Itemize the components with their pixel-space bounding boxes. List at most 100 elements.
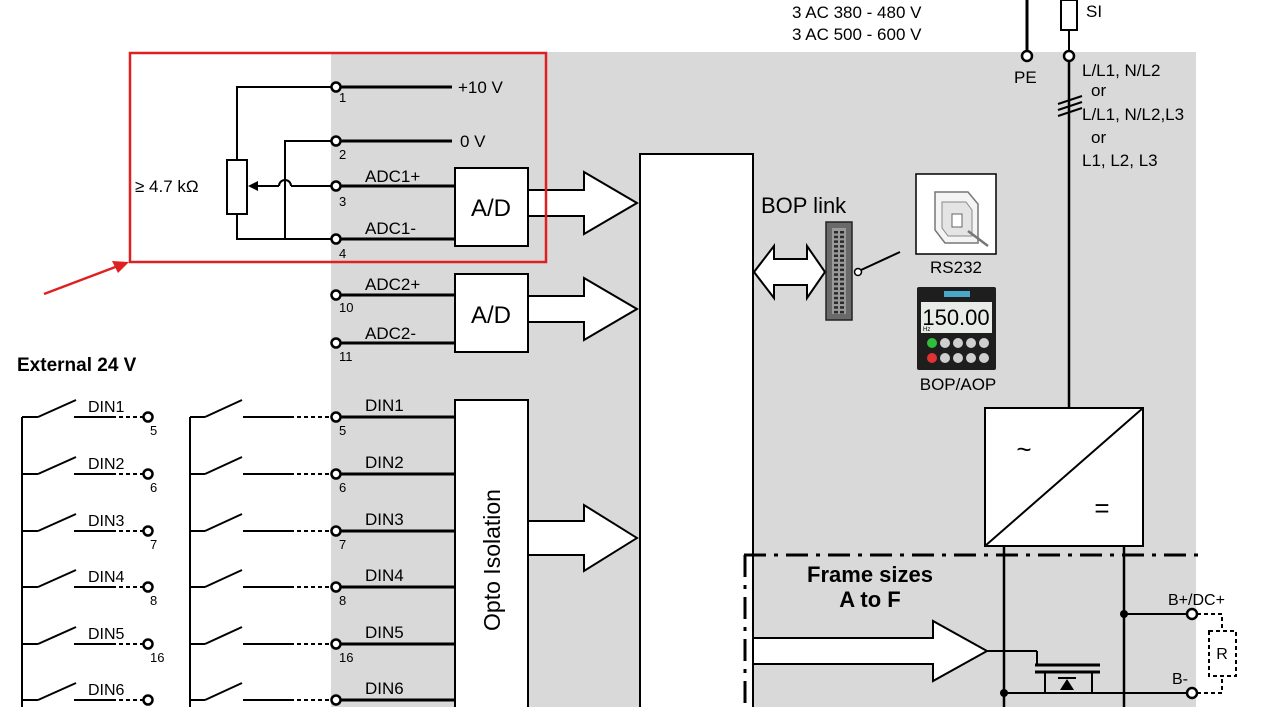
processor-block xyxy=(639,153,754,707)
frame-sizes-label: Frame sizes xyxy=(807,562,933,587)
rs232-label: RS232 xyxy=(930,258,982,277)
external-din-terminal xyxy=(142,411,154,423)
mains-label-3: L1, L2, L3 xyxy=(1082,151,1158,170)
converter-dc-symbol: = xyxy=(1094,493,1109,523)
external-din-number: 16 xyxy=(150,650,164,665)
external-din-label: DIN3 xyxy=(88,513,125,530)
external-din-terminal xyxy=(142,525,154,537)
din-number: 5 xyxy=(339,423,346,438)
terminal-11 xyxy=(330,337,342,349)
terminal-2 xyxy=(330,135,342,147)
data-arrow-opto xyxy=(527,503,639,573)
supply-voltage-1: 3 AC 380 - 480 V xyxy=(792,3,922,22)
din-terminal xyxy=(330,468,342,480)
bop-aop-label: BOP/AOP xyxy=(920,375,997,394)
external-din-label: DIN5 xyxy=(88,626,125,643)
din-number: 7 xyxy=(339,537,346,552)
din-number: 16 xyxy=(339,650,353,665)
brake-control-arrow xyxy=(752,619,990,683)
brake-resistor xyxy=(1208,630,1237,677)
ad-converter-1-label: A/D xyxy=(471,195,511,222)
resistor-value: ≥ 4.7 kΩ xyxy=(135,177,199,196)
highlight-arrowhead-icon xyxy=(112,261,129,273)
terminal-3-num: 3 xyxy=(339,194,346,209)
din-row: DIN5 16 DIN5 16 xyxy=(22,623,455,665)
external-din-terminal xyxy=(142,581,154,593)
potentiometer-resistor xyxy=(226,159,248,215)
external-24v-label: External 24 V xyxy=(17,355,137,376)
din-terminal xyxy=(330,525,342,537)
din-label: DIN1 xyxy=(365,396,404,415)
din-label: DIN4 xyxy=(365,566,404,585)
bplus-label: B+/DC+ xyxy=(1168,592,1225,609)
terminal-1 xyxy=(330,81,342,93)
bop-switch-pivot xyxy=(853,267,863,277)
mains-terminal xyxy=(1062,49,1076,63)
frame-range-label: A to F xyxy=(839,587,901,612)
din-row: DIN3 7 DIN3 7 xyxy=(22,510,455,552)
din-terminal xyxy=(330,581,342,593)
external-din-terminal xyxy=(142,694,154,706)
bplus-terminal xyxy=(1185,607,1199,621)
din-label: DIN3 xyxy=(365,510,404,529)
zerov-label: 0 V xyxy=(460,132,486,151)
external-din-number: 5 xyxy=(150,423,157,438)
terminal-4-num: 4 xyxy=(339,246,346,261)
din-label: DIN5 xyxy=(365,623,404,642)
wiper-arrow-icon xyxy=(248,181,258,191)
din-terminal xyxy=(330,638,342,650)
adc1-plus-label: ADC1+ xyxy=(365,167,420,186)
din-terminal xyxy=(330,411,342,423)
external-din-label: DIN4 xyxy=(88,569,125,586)
terminal-4 xyxy=(330,233,342,245)
bop-display-unit: Hz xyxy=(923,327,930,333)
mains-label-1: L/L1, N/L2 xyxy=(1082,61,1160,80)
din-row: DIN2 6 DIN2 6 xyxy=(22,453,455,495)
adc1-minus-label: ADC1- xyxy=(365,219,416,238)
data-arrow-adc1 xyxy=(527,170,639,236)
terminal-10 xyxy=(330,289,342,301)
fuse-label: SI xyxy=(1086,2,1102,21)
external-din-label: DIN1 xyxy=(88,399,125,416)
adc2-minus-label: ADC2- xyxy=(365,324,416,343)
din-row: DIN617DIN617 xyxy=(22,679,455,707)
din-number: 6 xyxy=(339,480,346,495)
terminal-3 xyxy=(330,180,342,192)
external-din-label: DIN6 xyxy=(88,682,125,699)
bminus-terminal xyxy=(1185,686,1199,700)
bminus-label: B- xyxy=(1172,671,1188,688)
mains-or-2: or xyxy=(1091,128,1106,147)
brake-transistor-icon xyxy=(987,650,1124,697)
din-label: DIN2 xyxy=(365,453,404,472)
supply-voltage-2: 3 AC 500 - 600 V xyxy=(792,25,922,44)
din-row: DIN1 5 DIN1 5 xyxy=(22,396,455,438)
external-din-number: 7 xyxy=(150,537,157,552)
din-number: 8 xyxy=(339,593,346,608)
bop-display-value: 150.00 xyxy=(922,305,989,330)
pe-terminal xyxy=(1020,49,1034,63)
terminal-11-num: 11 xyxy=(339,349,353,364)
terminal-1-num: 1 xyxy=(339,90,346,105)
data-arrow-adc2 xyxy=(527,276,639,342)
highlight-frame xyxy=(128,51,548,264)
external-din-number: 6 xyxy=(150,480,157,495)
opto-isolation-block xyxy=(454,399,529,707)
terminal-10-num: 10 xyxy=(339,300,353,315)
bop-link-label: BOP link xyxy=(761,193,847,218)
highlight-pointer xyxy=(43,264,119,296)
din-terminal xyxy=(330,694,342,706)
bop-display xyxy=(921,302,992,333)
mains-label-2: L/L1, N/L2,L3 xyxy=(1082,105,1184,124)
opto-isolation-label: Opto Isolation xyxy=(479,489,505,631)
terminal-2-num: 2 xyxy=(339,147,346,162)
external-din-terminal xyxy=(142,638,154,650)
plus10v-label: +10 V xyxy=(458,78,504,97)
adc2-plus-label: ADC2+ xyxy=(365,275,420,294)
rs232-plug-icon xyxy=(934,191,989,247)
pe-label: PE xyxy=(1014,68,1037,87)
din-label: DIN6 xyxy=(365,679,404,698)
converter-ac-symbol: ~ xyxy=(1016,434,1031,464)
external-din-label: DIN2 xyxy=(88,456,125,473)
